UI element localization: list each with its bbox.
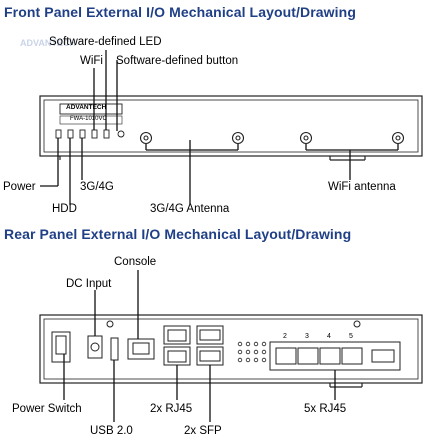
port-number-4: 4 xyxy=(327,333,331,340)
label-console: Console xyxy=(114,256,157,268)
label-3g4g-antenna: 3G/4G Antenna xyxy=(150,203,230,215)
port-number-5: 5 xyxy=(349,333,353,340)
device-label-1: ADVANTECH xyxy=(66,104,107,111)
hdd-led xyxy=(67,129,74,139)
label-5x-rj45: 5x RJ45 xyxy=(304,403,347,415)
label-3g4g: 3G/4G xyxy=(80,181,114,193)
rear-components xyxy=(51,320,401,371)
label-wifi: WiFi xyxy=(80,55,103,67)
label-2x-rj45: 2x RJ45 xyxy=(150,403,193,415)
label-dc-input: DC Input xyxy=(66,278,112,290)
label-software-defined-led: Software-defined LED xyxy=(49,36,162,48)
front-panel-title: Front Panel External I/O Mechanical Layo… xyxy=(4,4,356,20)
wifi-led xyxy=(91,129,98,139)
power-led xyxy=(55,129,62,139)
label-power: Power xyxy=(3,181,36,193)
label-software-defined-button: Software-defined button xyxy=(116,55,239,67)
front-led-cluster xyxy=(55,129,125,139)
port-number-2: 2 xyxy=(283,333,287,340)
front-badge xyxy=(59,103,123,125)
g34-led xyxy=(79,129,86,139)
device-label-2: FWA-1010VC xyxy=(70,116,107,122)
sw-led xyxy=(103,129,110,139)
label-2x-sfp: 2x SFP xyxy=(184,425,222,437)
front-callouts xyxy=(40,50,399,205)
label-wifi-antenna: WiFi antenna xyxy=(328,181,396,193)
label-hdd: HDD xyxy=(52,203,77,215)
rear-panel-device xyxy=(39,314,423,388)
watermark: ADVANTECH xyxy=(20,38,76,48)
label-usb: USB 2.0 xyxy=(90,425,133,437)
label-power-switch: Power Switch xyxy=(12,403,82,415)
port-number-3: 3 xyxy=(305,333,309,340)
rear-callouts xyxy=(63,270,336,422)
front-antennas xyxy=(139,131,405,145)
rear-panel-title: Rear Panel External I/O Mechanical Layou… xyxy=(4,226,352,242)
front-panel-device xyxy=(39,95,423,161)
sw-button xyxy=(117,130,125,138)
